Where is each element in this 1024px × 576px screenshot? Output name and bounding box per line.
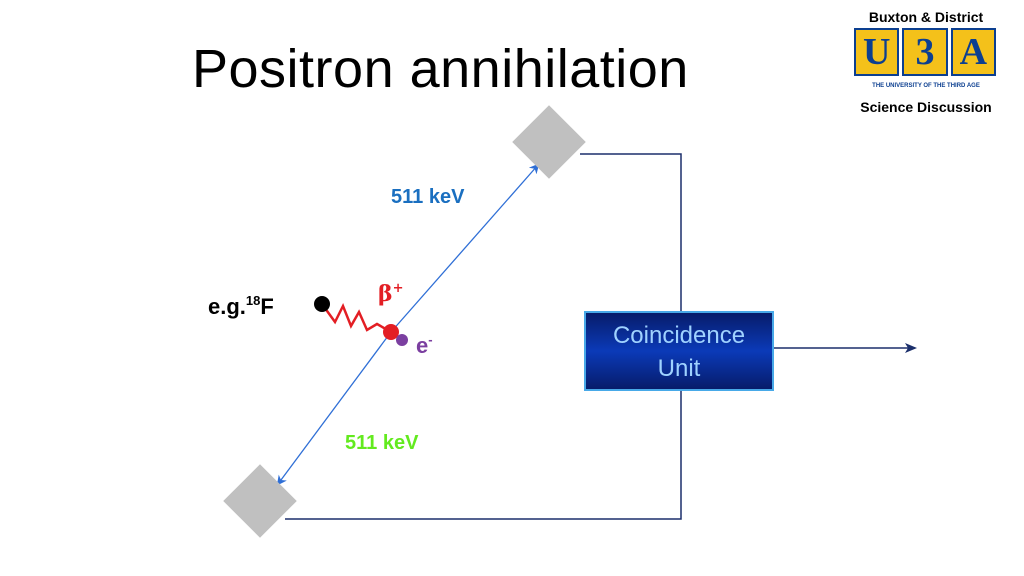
top-detector-wire bbox=[580, 153, 682, 311]
logo-top-text: Buxton & District bbox=[868, 9, 984, 25]
logo-letter-a: A bbox=[950, 28, 996, 76]
bottom-detector-wire bbox=[285, 391, 682, 520]
positron-track bbox=[320, 302, 392, 334]
beta-charge: + bbox=[392, 281, 404, 296]
beta-symbol: β bbox=[378, 281, 393, 307]
positron-dot bbox=[383, 324, 399, 340]
energy-label-top: 511 keV bbox=[391, 186, 465, 208]
coincidence-unit-box: Coincidence Unit bbox=[584, 311, 774, 391]
electron-charge: - bbox=[428, 332, 433, 347]
logo-letter-3: 3 bbox=[902, 28, 948, 76]
electron-symbol: e bbox=[416, 333, 429, 358]
top-detector bbox=[512, 105, 586, 179]
logo-strapline: THE UNIVERSITY OF THE THIRD AGE bbox=[872, 83, 980, 89]
slide-title: Positron annihilation bbox=[192, 39, 689, 99]
isotope-symbol: F bbox=[260, 294, 274, 319]
electron-dot bbox=[396, 334, 408, 346]
logo-letter-u: U bbox=[854, 28, 900, 76]
isotope-label: e.g.18F bbox=[208, 294, 274, 318]
isotope-mass-number: 18 bbox=[245, 293, 261, 308]
coincidence-unit-line1: Coincidence bbox=[612, 322, 746, 349]
gamma-ray-bottom bbox=[276, 331, 392, 486]
u3a-logo: Buxton & District U 3 A THE UNIVERSITY O… bbox=[846, 6, 1006, 118]
logo-bottom-text: Science Discussion bbox=[860, 99, 992, 115]
coincidence-unit-line2: Unit bbox=[657, 355, 701, 382]
beta-plus-label: β+ bbox=[378, 282, 404, 305]
electron-label: e- bbox=[416, 333, 433, 357]
isotope-prefix: e.g. bbox=[208, 294, 246, 319]
bottom-detector bbox=[223, 464, 297, 538]
nucleus-dot bbox=[314, 296, 330, 312]
energy-label-bottom: 511 keV bbox=[345, 432, 419, 454]
gamma-ray-top bbox=[390, 163, 540, 333]
logo-letter-blocks: U 3 A bbox=[854, 28, 996, 78]
